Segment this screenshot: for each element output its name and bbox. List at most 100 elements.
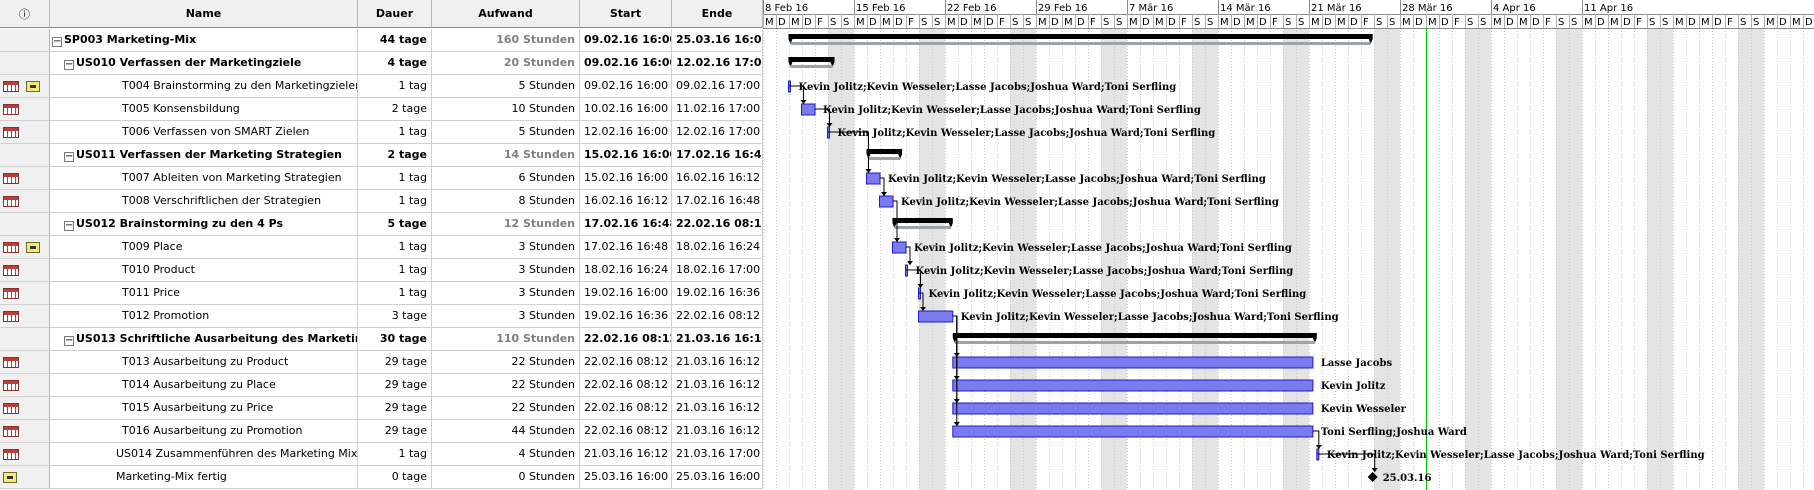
work-cell[interactable]: 12 Stunden	[432, 213, 580, 236]
resource-assignment-icon[interactable]	[3, 449, 19, 460]
work-cell[interactable]: 3 Stunden	[432, 236, 580, 259]
duration-cell[interactable]: 1 tag	[358, 121, 432, 144]
finish-cell[interactable]: 16.02.16 16:12	[672, 167, 763, 190]
summary-bar[interactable]	[788, 34, 1373, 39]
finish-cell[interactable]: 18.02.16 16:24	[672, 236, 763, 259]
resource-assignment-icon[interactable]	[3, 426, 19, 437]
task-name-cell[interactable]: −US013 Schriftliche Ausarbeitung des Mar…	[50, 328, 358, 351]
finish-cell[interactable]: 11.02.16 17:00	[672, 98, 763, 121]
start-cell[interactable]: 19.02.16 16:36	[580, 305, 672, 328]
start-cell[interactable]: 15.02.16 16:00	[580, 167, 672, 190]
finish-cell[interactable]: 17.02.16 16:48	[672, 144, 763, 167]
work-cell[interactable]: 5 Stunden	[432, 121, 580, 144]
task-name-cell[interactable]: T007 Ableiten von Marketing Strategien	[50, 167, 358, 190]
start-cell[interactable]: 10.02.16 16:00	[580, 98, 672, 121]
task-bar[interactable]	[952, 402, 1314, 415]
collapse-toggle-icon[interactable]: −	[64, 151, 74, 162]
task-name-cell[interactable]: US014 Zusammenführen des Marketing Mix	[50, 443, 358, 466]
resource-assignment-icon[interactable]	[3, 242, 19, 253]
start-cell[interactable]: 09.02.16 16:00	[580, 75, 672, 98]
finish-cell[interactable]: 21.03.16 16:12	[672, 351, 763, 374]
task-name-cell[interactable]: T015 Ausarbeitung zu Price	[50, 397, 358, 420]
table-row[interactable]: −US013 Schriftliche Ausarbeitung des Mar…	[0, 328, 763, 351]
task-name-cell[interactable]: T005 Konsensbildung	[50, 98, 358, 121]
duration-cell[interactable]: 1 tag	[358, 236, 432, 259]
start-cell[interactable]: 12.02.16 16:00	[580, 121, 672, 144]
start-cell[interactable]: 22.02.16 08:12	[580, 397, 672, 420]
indicator-column-header[interactable]: ⓘ	[0, 0, 50, 28]
milestone-diamond[interactable]	[1367, 472, 1378, 482]
task-bar[interactable]	[917, 310, 954, 323]
start-cell[interactable]: 17.02.16 16:48	[580, 213, 672, 236]
finish-column-header[interactable]: Ende	[672, 0, 763, 28]
task-bar[interactable]	[952, 379, 1314, 392]
finish-cell[interactable]: 21.03.16 16:12	[672, 397, 763, 420]
duration-cell[interactable]: 1 tag	[358, 167, 432, 190]
work-cell[interactable]: 8 Stunden	[432, 190, 580, 213]
task-bar[interactable]	[865, 172, 881, 185]
task-name-cell[interactable]: T009 Place	[50, 236, 358, 259]
duration-cell[interactable]: 2 tage	[358, 144, 432, 167]
duration-cell[interactable]: 44 tage	[358, 29, 432, 52]
start-cell[interactable]: 17.02.16 16:48	[580, 236, 672, 259]
start-cell[interactable]: 25.03.16 16:00	[580, 466, 672, 489]
work-cell[interactable]: 110 Stunden	[432, 328, 580, 351]
task-name-cell[interactable]: −US010 Verfassen der Marketingziele	[50, 52, 358, 75]
finish-cell[interactable]: 12.02.16 17:00	[672, 121, 763, 144]
start-cell[interactable]: 22.02.16 08:12	[580, 328, 672, 351]
finish-cell[interactable]: 21.03.16 16:12	[672, 420, 763, 443]
task-name-cell[interactable]: T010 Product	[50, 259, 358, 282]
work-cell[interactable]: 10 Stunden	[432, 98, 580, 121]
task-name-cell[interactable]: T014 Ausarbeitung zu Place	[50, 374, 358, 397]
task-name-cell[interactable]: T013 Ausarbeitung zu Product	[50, 351, 358, 374]
start-column-header[interactable]: Start	[580, 0, 672, 28]
duration-cell[interactable]: 4 tage	[358, 52, 432, 75]
work-cell[interactable]: 3 Stunden	[432, 282, 580, 305]
work-cell[interactable]: 3 Stunden	[432, 259, 580, 282]
work-cell[interactable]: 14 Stunden	[432, 144, 580, 167]
finish-cell[interactable]: 19.02.16 16:36	[672, 282, 763, 305]
resource-assignment-icon[interactable]	[3, 311, 19, 322]
summary-bar[interactable]	[892, 218, 953, 223]
finish-cell[interactable]: 21.03.16 16:12	[672, 374, 763, 397]
name-column-header[interactable]: Name	[50, 0, 358, 28]
note-icon[interactable]	[26, 81, 40, 92]
task-bar[interactable]	[952, 356, 1314, 369]
finish-cell[interactable]: 21.03.16 16:12	[672, 328, 763, 351]
work-cell[interactable]: 22 Stunden	[432, 351, 580, 374]
table-row[interactable]: −US011 Verfassen der Marketing Strategie…	[0, 144, 763, 167]
resource-assignment-icon[interactable]	[3, 403, 19, 414]
task-name-cell[interactable]: T012 Promotion	[50, 305, 358, 328]
work-cell[interactable]: 4 Stunden	[432, 443, 580, 466]
duration-cell[interactable]: 29 tage	[358, 351, 432, 374]
duration-cell[interactable]: 3 tage	[358, 305, 432, 328]
resource-assignment-icon[interactable]	[3, 173, 19, 184]
start-cell[interactable]: 22.02.16 08:12	[580, 374, 672, 397]
start-cell[interactable]: 22.02.16 08:12	[580, 351, 672, 374]
duration-cell[interactable]: 29 tage	[358, 397, 432, 420]
note-icon[interactable]	[26, 242, 40, 253]
summary-bar[interactable]	[952, 333, 1317, 338]
finish-cell[interactable]: 22.02.16 08:12	[672, 305, 763, 328]
task-name-cell[interactable]: T011 Price	[50, 282, 358, 305]
task-bar[interactable]	[878, 195, 894, 208]
task-name-cell[interactable]: T006 Verfassen von SMART Zielen	[50, 121, 358, 144]
work-column-header[interactable]: Aufwand	[432, 0, 580, 28]
summary-bar[interactable]	[788, 57, 835, 62]
start-cell[interactable]: 21.03.16 16:12	[580, 443, 672, 466]
finish-cell[interactable]: 12.02.16 17:00	[672, 52, 763, 75]
resource-assignment-icon[interactable]	[3, 380, 19, 391]
work-cell[interactable]: 0 Stunden	[432, 466, 580, 489]
table-row[interactable]: T004 Brainstorming zu den Marketingziele…	[0, 75, 763, 98]
start-cell[interactable]: 16.02.16 16:12	[580, 190, 672, 213]
task-bar[interactable]	[891, 241, 907, 254]
task-name-cell[interactable]: −US012 Brainstorming zu den 4 Ps	[50, 213, 358, 236]
work-cell[interactable]: 44 Stunden	[432, 420, 580, 443]
